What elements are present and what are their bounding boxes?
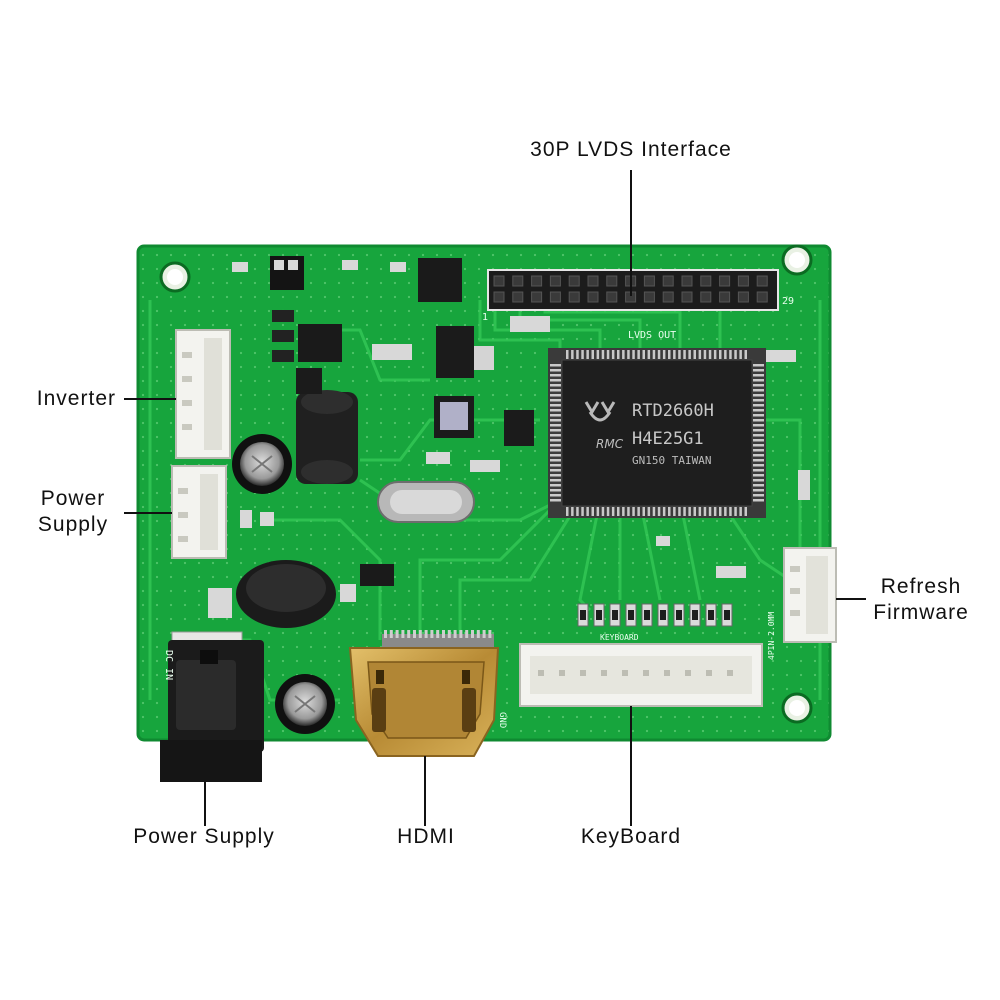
- electrolytic-capacitor-1: [232, 434, 292, 494]
- inverter-connector: [175, 329, 231, 459]
- lvds-out-silkscreen: LVDS OUT: [628, 330, 676, 341]
- inverter-leader-line: [124, 398, 176, 400]
- chip-batch: H4E25G1: [632, 429, 704, 449]
- power-left-leader-line: [124, 512, 172, 514]
- hdmi-leader-line: [424, 756, 426, 826]
- smd-components: [208, 256, 810, 618]
- inductor-round: [236, 560, 336, 628]
- crystal-oscillator: [377, 481, 475, 523]
- dc-in-silkscreen: DC IN: [163, 650, 174, 680]
- keyboard-label: KeyBoard: [580, 825, 682, 848]
- lvds-pin-header: [487, 269, 779, 311]
- refresh-leader-line: [836, 598, 866, 600]
- resistor-array: [577, 603, 733, 627]
- keyboard-leader-line: [630, 706, 632, 826]
- chip-part-number: RTD2660H: [632, 401, 714, 421]
- inverter-label: Inverter: [36, 387, 116, 410]
- rtd2660h-chip: RMC RTD2660H H4E25G1 GN150 TAIWAN: [548, 348, 766, 518]
- header-pin29-label: 29: [782, 296, 794, 307]
- hdmi-port: [348, 630, 500, 757]
- mounting-holes: [159, 244, 813, 724]
- chip-brand: RMC: [596, 437, 624, 451]
- lvds-interface-label: 30P LVDS Interface: [530, 138, 732, 161]
- electrolytic-capacitor-2: [275, 674, 335, 734]
- hdmi-label: HDMI: [397, 825, 455, 848]
- lvds-leader-line: [630, 170, 632, 296]
- four-pin-silkscreen: 4PIN-2.0MM: [767, 612, 776, 660]
- dc-power-jack: [160, 631, 264, 782]
- power-supply-connector: [171, 465, 227, 559]
- gnd-silkscreen: GND: [497, 712, 507, 728]
- refresh-firmware-connector: [783, 547, 837, 643]
- header-pin1-label: 1: [482, 312, 488, 323]
- chip-origin: GN150 TAIWAN: [632, 454, 711, 467]
- keyboard-connector: [519, 643, 763, 707]
- power-bottom-leader-line: [204, 782, 206, 826]
- inductor-large: [296, 390, 358, 484]
- power-supply-bottom-label: Power Supply: [133, 825, 275, 848]
- refresh-firmware-label: Refresh Firmware: [873, 575, 969, 624]
- power-supply-left-label: Power Supply: [37, 487, 109, 536]
- keyboard-silkscreen: KEYBOARD: [600, 633, 639, 642]
